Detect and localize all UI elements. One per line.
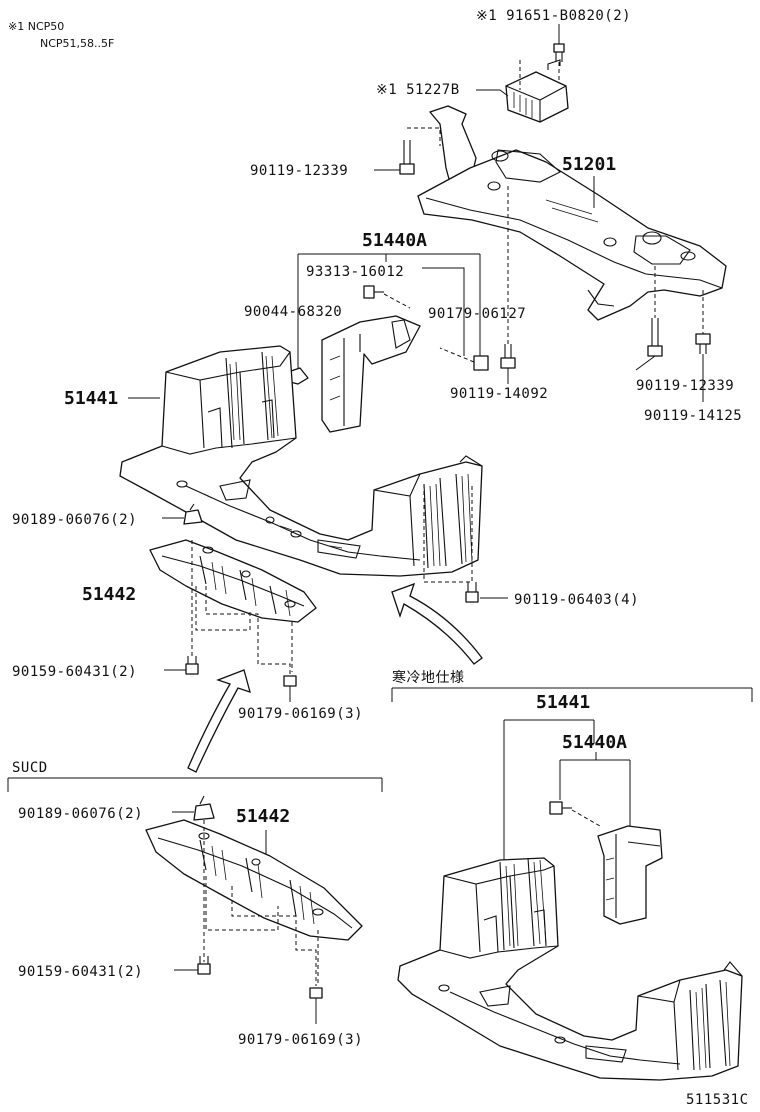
diagram-id: 511531C xyxy=(686,1092,749,1108)
label-51201: 51201 xyxy=(562,154,616,175)
shield-bracket-cold xyxy=(597,825,663,925)
bolt-90119-14092-icon xyxy=(500,344,516,369)
engine-under-cover-51441 xyxy=(119,345,483,577)
frame-cold-spec xyxy=(391,687,753,702)
bracket-51441-cold xyxy=(503,719,595,872)
label-90119-12339-right: 90119-12339 xyxy=(636,378,734,394)
label-51440a-cold: 51440A xyxy=(562,732,627,753)
label-51441: 51441 xyxy=(64,388,118,409)
bracket-51440a xyxy=(297,253,481,370)
note-model-variants: NCP51,58..5F xyxy=(40,37,114,50)
clip-90189-a-icon xyxy=(183,503,203,525)
bolt-90119-14125-icon xyxy=(695,333,711,354)
dash-51442-a xyxy=(191,540,293,676)
clip-90189-b-icon xyxy=(193,795,215,821)
bracket-51440a-cold xyxy=(559,752,631,834)
crossmember-51201 xyxy=(417,105,727,321)
leader-51227b xyxy=(476,89,509,97)
engine-under-cover-51441-cold xyxy=(397,857,743,1081)
bolt-91651-icon xyxy=(553,43,565,62)
dash-06403 xyxy=(423,484,473,583)
label-51442-a: 51442 xyxy=(82,584,136,605)
label-90119-06403: 90119-06403(4) xyxy=(514,592,639,608)
label-51442-b: 51442 xyxy=(236,806,290,827)
label-51440a: 51440A xyxy=(362,230,427,251)
label-90159-60431-b: 90159-60431(2) xyxy=(18,964,143,980)
label-93313-16012: 93313-16012 xyxy=(306,264,404,280)
label-sucd: SUCD xyxy=(12,760,48,776)
note-model: ※1 NCP50 xyxy=(8,20,64,33)
nut-90179-06169-a-icon xyxy=(283,675,297,687)
bolt-90159-b-icon xyxy=(197,956,211,975)
label-90119-14125: 90119-14125 xyxy=(644,408,742,424)
label-90179-06169-b: 90179-06169(3) xyxy=(238,1032,363,1048)
label-90119-12339-top: 90119-12339 xyxy=(250,163,348,179)
label-51441-cold: 51441 xyxy=(536,692,590,713)
bracket-51227b xyxy=(505,59,569,123)
frame-sucd xyxy=(7,777,383,792)
dash-51442-b xyxy=(203,820,319,986)
clip-cold-icon xyxy=(549,801,572,815)
bolt-90119-12339-top-icon xyxy=(399,140,415,175)
label-91651-b0820: ※1 91651-B0820(2) xyxy=(476,8,631,24)
leader-12339-right xyxy=(635,355,656,371)
arrow-cold-spec-icon xyxy=(391,582,483,665)
nut-90179-06169-b-icon xyxy=(309,987,323,999)
label-90179-06169-a: 90179-06169(3) xyxy=(238,706,363,722)
dash-bolt-top xyxy=(407,127,441,146)
label-90189-06076-b: 90189-06076(2) xyxy=(18,806,143,822)
bolt-90119-12339-right-icon xyxy=(647,318,663,357)
nut-90179-06127-icon xyxy=(473,355,489,371)
label-90159-60431-a: 90159-60431(2) xyxy=(12,664,137,680)
bolt-90119-06403-icon xyxy=(465,582,479,603)
clip-90044-icon xyxy=(363,285,384,299)
label-90179-06127: 90179-06127 xyxy=(428,306,526,322)
shield-51442-b xyxy=(145,819,363,941)
shield-51442-a xyxy=(149,539,317,623)
dash-nut xyxy=(439,347,475,363)
dash-clip xyxy=(383,293,411,309)
arrow-sucd-icon xyxy=(187,669,251,773)
dash-91651 xyxy=(519,60,560,90)
label-90119-14092: 90119-14092 xyxy=(450,386,548,402)
label-51227b: ※1 51227B xyxy=(376,82,460,98)
shield-bracket-51440a xyxy=(321,315,421,433)
label-90189-06076-a: 90189-06076(2) xyxy=(12,512,137,528)
bolt-90159-a-icon xyxy=(185,656,199,675)
label-90044-68320: 90044-68320 xyxy=(244,304,342,320)
leader-93313 xyxy=(422,267,465,356)
label-cold-spec: 寒冷地仕様 xyxy=(392,669,465,686)
dash-clip-cold xyxy=(571,809,601,827)
